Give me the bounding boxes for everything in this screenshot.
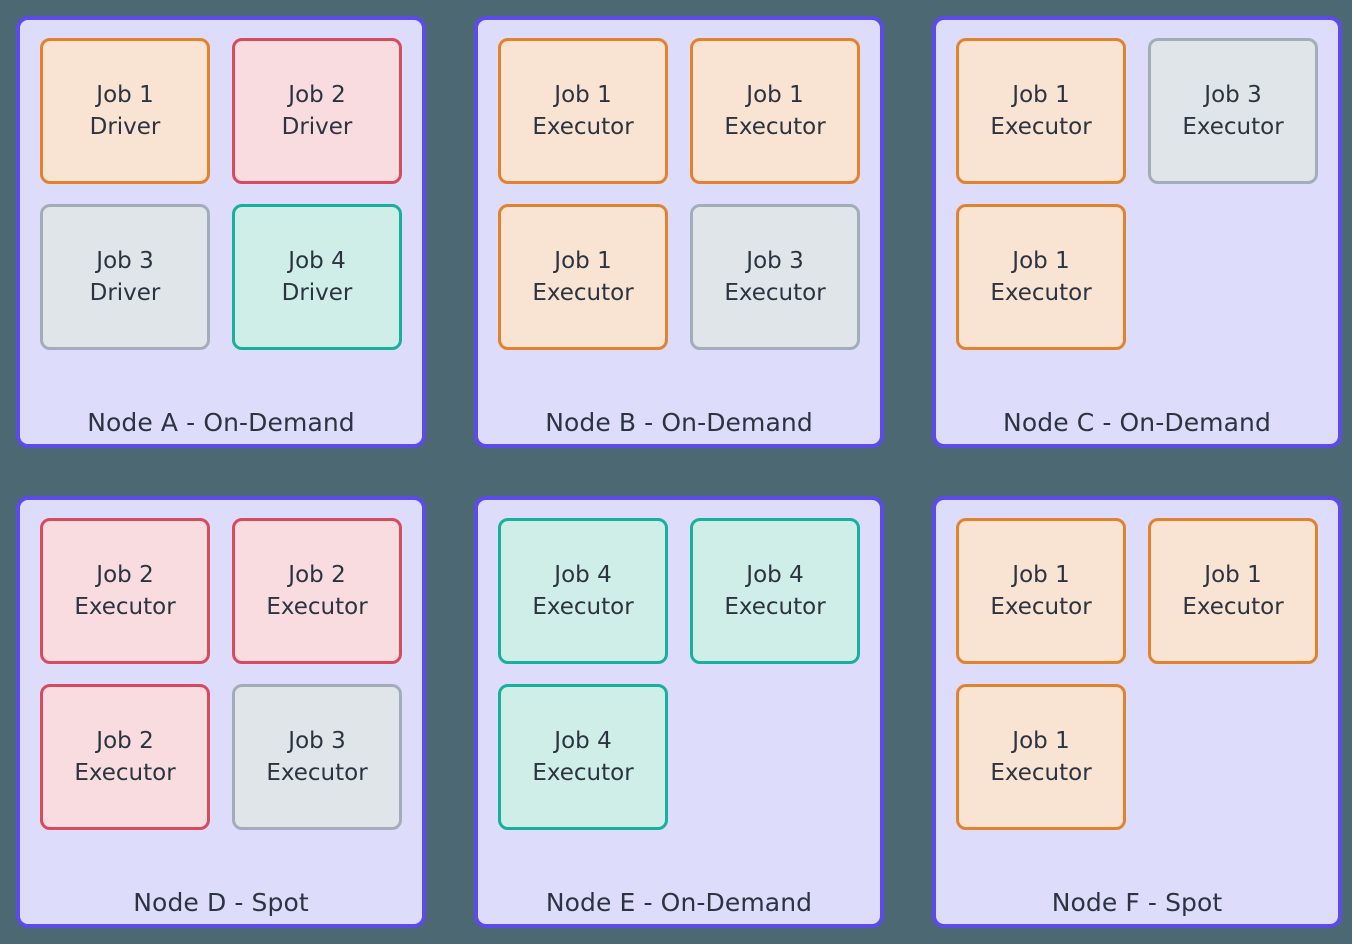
job-box[interactable]: Job 1 Executor: [956, 684, 1126, 830]
node-label: Node F - Spot: [1051, 888, 1223, 917]
job-box[interactable]: Job 2 Executor: [40, 518, 210, 664]
job-name-label: Job 4: [554, 561, 612, 588]
empty-slot: [690, 684, 860, 830]
job-role-label: Driver: [89, 114, 161, 140]
job-name-label: Job 1: [554, 81, 612, 108]
job-role-label: Driver: [89, 280, 161, 306]
job-box[interactable]: Job 3 Executor: [1148, 38, 1318, 184]
job-name-label: Job 2: [96, 727, 154, 754]
job-name-label: Job 4: [288, 247, 346, 274]
job-box[interactable]: Job 2 Driver: [232, 38, 402, 184]
job-box[interactable]: Job 2 Executor: [232, 518, 402, 664]
job-role-label: Executor: [990, 760, 1092, 786]
job-role-label: Executor: [532, 760, 634, 786]
job-box[interactable]: Job 4 Driver: [232, 204, 402, 350]
node-label: Node D - Spot: [133, 888, 309, 917]
job-box[interactable]: Job 1 Executor: [956, 518, 1126, 664]
job-box[interactable]: Job 1 Executor: [956, 204, 1126, 350]
job-box[interactable]: Job 1 Driver: [40, 38, 210, 184]
job-name-label: Job 1: [1204, 561, 1262, 588]
job-role-label: Executor: [532, 280, 634, 306]
job-role-label: Executor: [990, 114, 1092, 140]
job-role-label: Executor: [1182, 594, 1284, 620]
job-box[interactable]: Job 4 Executor: [690, 518, 860, 664]
job-name-label: Job 1: [1012, 247, 1070, 274]
job-box[interactable]: Job 3 Executor: [690, 204, 860, 350]
job-role-label: Driver: [281, 114, 353, 140]
job-role-label: Executor: [74, 594, 176, 620]
job-box[interactable]: Job 1 Executor: [498, 38, 668, 184]
job-name-label: Job 1: [1012, 81, 1070, 108]
job-name-label: Job 4: [554, 727, 612, 754]
job-box[interactable]: Job 3 Driver: [40, 204, 210, 350]
job-role-label: Executor: [724, 114, 826, 140]
job-name-label: Job 1: [96, 81, 154, 108]
job-role-label: Executor: [532, 114, 634, 140]
job-name-label: Job 3: [96, 247, 154, 274]
job-role-label: Executor: [1182, 114, 1284, 140]
job-box[interactable]: Job 1 Executor: [498, 204, 668, 350]
job-box[interactable]: Job 2 Executor: [40, 684, 210, 830]
job-role-label: Executor: [74, 760, 176, 786]
job-name-label: Job 2: [96, 561, 154, 588]
job-name-label: Job 2: [288, 561, 346, 588]
job-box[interactable]: Job 4 Executor: [498, 518, 668, 664]
node-label: Node C - On-Demand: [1003, 408, 1271, 437]
job-name-label: Job 3: [746, 247, 804, 274]
job-role-label: Driver: [281, 280, 353, 306]
job-name-label: Job 3: [1204, 81, 1262, 108]
job-box[interactable]: Job 3 Executor: [232, 684, 402, 830]
node-label: Node E - On-Demand: [545, 888, 813, 917]
job-box[interactable]: Job 4 Executor: [498, 684, 668, 830]
job-name-label: Job 1: [1012, 561, 1070, 588]
job-box[interactable]: Job 1 Executor: [690, 38, 860, 184]
job-box[interactable]: Job 1 Executor: [1148, 518, 1318, 664]
job-box[interactable]: Job 1 Executor: [956, 38, 1126, 184]
job-name-label: Job 1: [746, 81, 804, 108]
job-role-label: Executor: [266, 760, 368, 786]
job-role-label: Executor: [990, 594, 1092, 620]
job-name-label: Job 1: [1012, 727, 1070, 754]
job-name-label: Job 4: [746, 561, 804, 588]
job-name-label: Job 2: [288, 81, 346, 108]
job-name-label: Job 3: [288, 727, 346, 754]
node-label: Node A - On-Demand: [87, 408, 355, 437]
empty-slot: [1148, 684, 1318, 830]
node-label: Node B - On-Demand: [545, 408, 813, 437]
job-role-label: Executor: [724, 594, 826, 620]
job-role-label: Executor: [990, 280, 1092, 306]
job-role-label: Executor: [266, 594, 368, 620]
job-role-label: Executor: [532, 594, 634, 620]
job-name-label: Job 1: [554, 247, 612, 274]
job-role-label: Executor: [724, 280, 826, 306]
empty-slot: [1148, 204, 1318, 350]
